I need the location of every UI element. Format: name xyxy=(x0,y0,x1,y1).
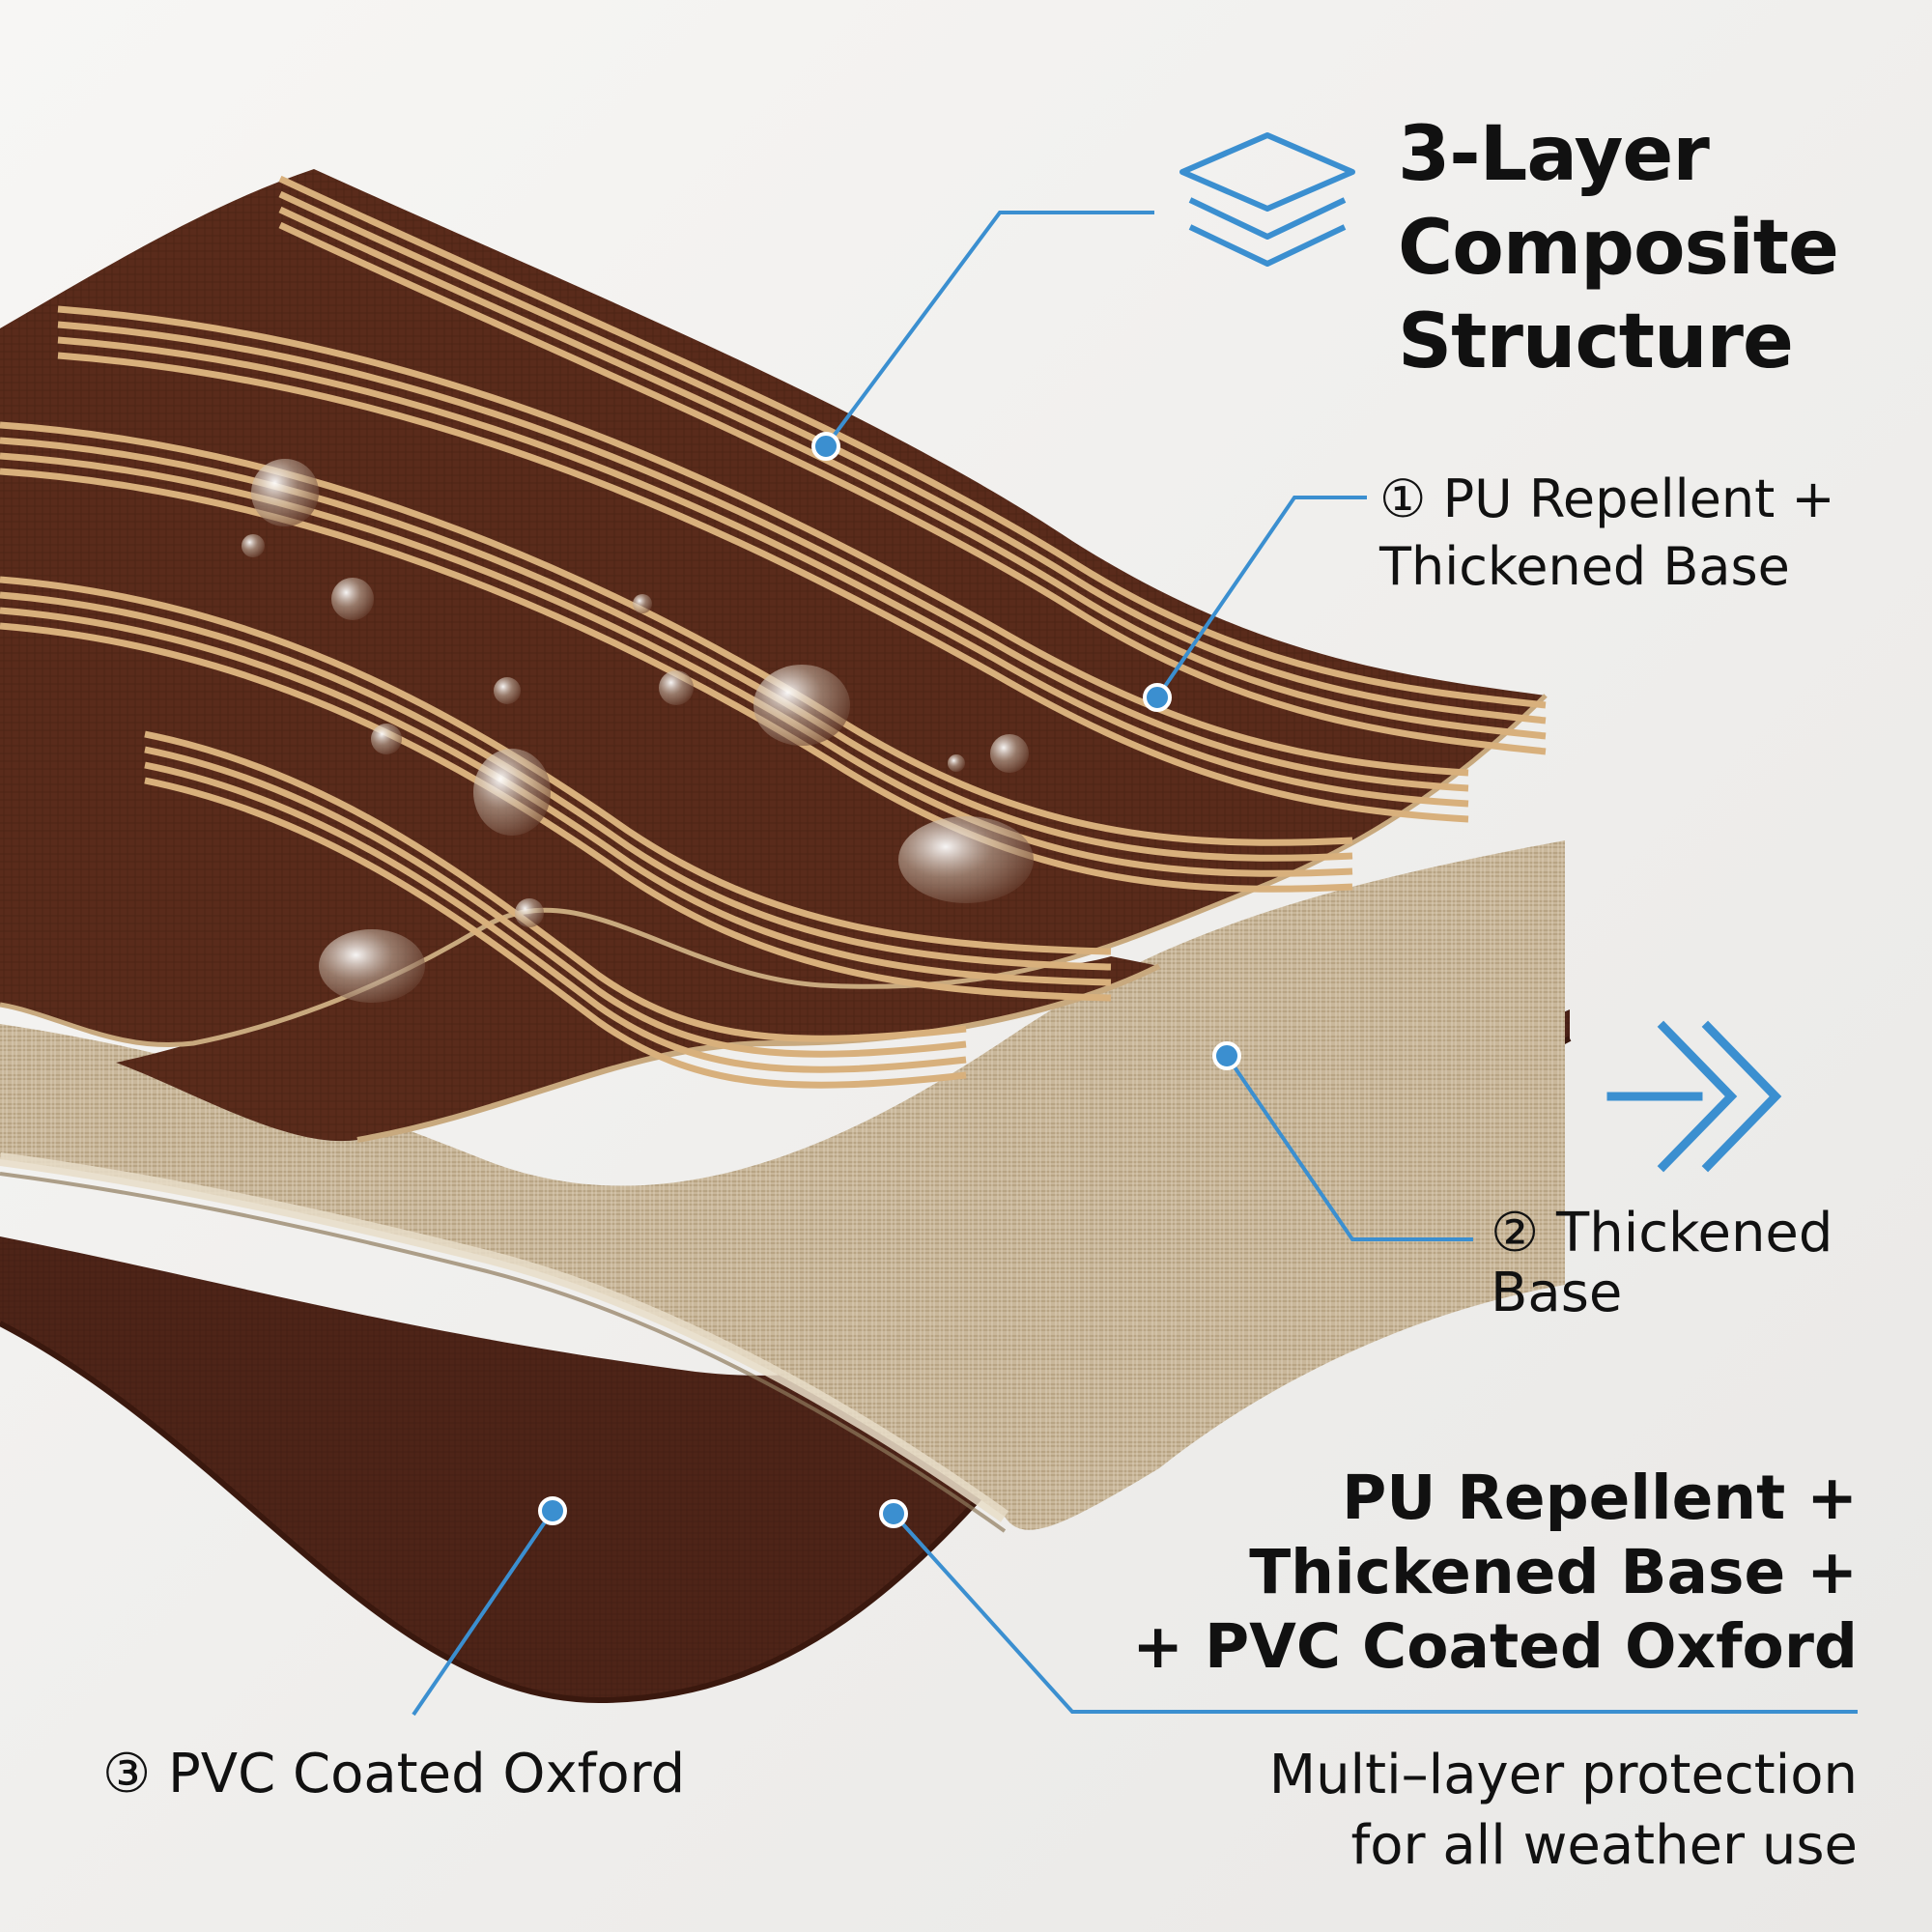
double-chevron-right-icon xyxy=(1606,1020,1782,1173)
stripe-line xyxy=(278,221,1547,755)
stripe-line xyxy=(278,190,1547,724)
layer-thickened-base xyxy=(0,840,1565,1533)
summary-headline: PU Repellent + Thickened Base + + PVC Co… xyxy=(1132,1463,1858,1682)
stripe-line xyxy=(144,746,967,1058)
callout-dots xyxy=(538,432,1241,1528)
stripe-line xyxy=(144,730,967,1042)
stripe-line xyxy=(0,622,1112,1002)
summary-subtext: Multi–layer protection for all weather u… xyxy=(1268,1744,1858,1877)
label-layer-3: ③ PVC Coated Oxford xyxy=(102,1743,686,1805)
stripe-line xyxy=(57,321,1469,792)
stripe-line xyxy=(278,175,1547,709)
callout-lines xyxy=(412,211,1858,1717)
label-layer-1: ① PU Repellent + Thickened Base xyxy=(1379,469,1835,597)
stripe-line xyxy=(0,576,1112,955)
stripe-line xyxy=(57,352,1469,823)
stripe-line xyxy=(144,761,967,1073)
stripe-line xyxy=(0,591,1112,971)
water-droplets xyxy=(242,459,1034,1003)
page-title: 3-Layer Composite Structure xyxy=(1398,111,1839,385)
label-layer-2: ② Thickened Base xyxy=(1491,1202,1833,1324)
stripe-line xyxy=(278,206,1547,740)
stripe-line xyxy=(144,777,967,1089)
stripe-line xyxy=(0,607,1112,986)
stripe-line xyxy=(57,336,1469,808)
stripe-pattern xyxy=(0,175,1547,1089)
layers-icon xyxy=(1179,132,1355,267)
stripe-line xyxy=(57,305,1469,777)
layer-pu-repellent xyxy=(0,169,1548,1143)
